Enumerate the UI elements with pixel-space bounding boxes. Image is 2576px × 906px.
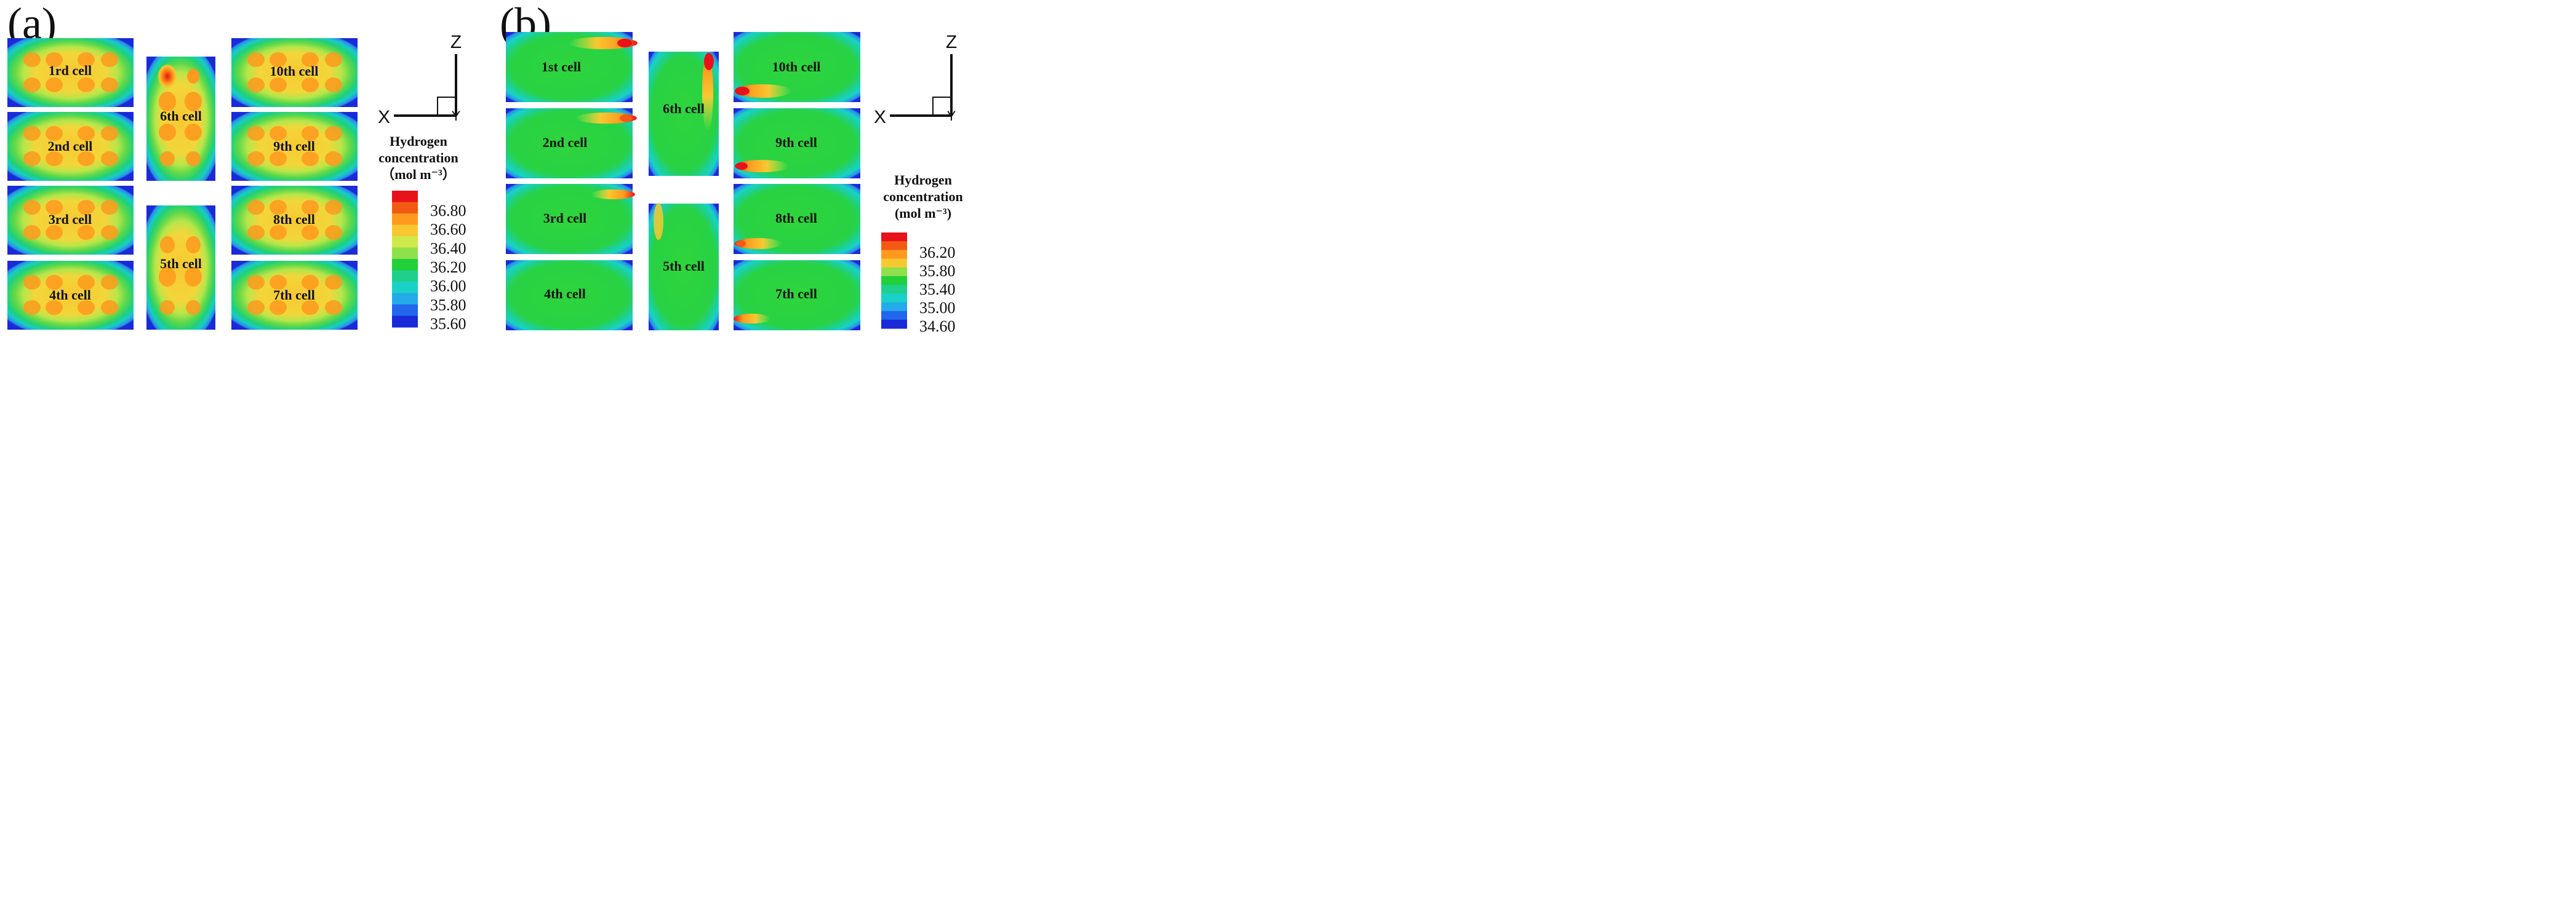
panel-b-colorbar-step-8 [881,293,907,303]
panel-a-cell-3: 3rd cell [7,186,134,255]
panel-b-colorbar-tick-label: 35.80 [919,262,956,280]
panel-a-axis-y: Y [452,108,461,124]
panel-b-colorbar-step-6 [881,276,907,285]
panel-a-cell-7: 7th cell [231,261,358,330]
panel-a-cell-10: 10th cell [231,38,358,107]
panel-b-cell-4-label: 4th cell [544,286,586,301]
panel-a-cell-4: 4th cell [7,261,134,330]
panel-b-cell-5-label: 5th cell [663,258,705,274]
panel-a: (a) 1rd cell 2nd cell 3rd cell [7,0,466,333]
panel-b-cell-1: 1st cell [506,32,638,102]
panel-b-colorbar-step-7 [881,285,907,294]
panel-b-legend: Hydrogen concentration (mol m⁻³) 36.2035… [881,172,963,335]
panel-b-cell-9: 9th cell [734,108,860,178]
panel-a-colorbar-tick-label: 36.00 [430,277,466,295]
panel-a-legend: Hydrogen concentration （mol m⁻³） 36.8036… [378,133,466,333]
panel-a-colorbar-step-10 [392,293,418,305]
panel-a-cell-6-label: 6th cell [160,108,202,124]
panel-a-cell-2-label: 2nd cell [48,138,93,154]
panel-b-colorbar-step-9 [881,302,907,312]
panel-b-cell-7: 7th cell [734,260,860,330]
panel-a-axis-z: Z [450,32,462,52]
panel-b-colorbar-tick-label: 35.40 [919,280,956,298]
panel-a-colorbar [392,191,418,328]
panel-b-colorbar-step-2 [881,241,907,250]
panel-b-colorbar-step-11 [881,319,907,329]
panel-a-axes-indicator [394,54,457,117]
panel-b-colorbar-step-10 [881,311,907,320]
panel-b-axis-x: X [874,107,886,127]
panel-a-cell-1: 1rd cell [7,38,134,107]
panel-b-cell-8: 8th cell [734,184,860,254]
panel-b-colorbar-step-4 [881,258,907,268]
panel-a-colorbar-tick-label: 35.80 [430,296,466,314]
panel-b-axis-z: Z [946,32,957,52]
panel-a-colorbar-tick-label: 35.60 [430,315,466,333]
panel-b-colorbar-tick-label: 34.60 [919,317,956,335]
panel-a-colorbar-tick-label: 36.20 [430,258,466,276]
panel-b-cell-6-label: 6th cell [663,101,705,116]
panel-b-axis-y: Y [947,108,956,124]
panel-a-cell-3-label: 3rd cell [49,212,92,227]
panel-a-cell-7-label: 7th cell [273,287,315,303]
panel-a-colorbar-step-9 [392,282,418,293]
panel-a-cell-8: 8th cell [231,186,358,255]
panel-a-legend-title-3: （mol m⁻³） [381,167,455,182]
panel-b-legend-title-1: Hydrogen [894,172,952,188]
panel-b-colorbar-step-3 [881,250,907,260]
panel-a-cell-2: 2nd cell [7,112,134,181]
panel-a-legend-title-2: concentration [378,150,458,165]
panel-b-cell-10-label: 10th cell [772,59,821,74]
panel-a-cell-8-label: 8th cell [273,212,315,227]
panel-a-colorbar-step-3 [392,213,418,225]
panel-a-colorbar-step-11 [392,304,418,316]
panel-a-colorbar-step-4 [392,225,418,237]
panel-a-cell-4-label: 4th cell [49,287,91,303]
panel-b-colorbar-tick-label: 36.20 [919,244,956,261]
panel-b-cell-9-label: 9th cell [775,135,817,150]
panel-a-cell-9-label: 9th cell [273,138,315,154]
panel-a-legend-title-1: Hydrogen [390,133,447,149]
panel-b-axes-indicator [890,54,953,117]
panel-a-colorbar-tick-label: 36.60 [430,221,466,239]
panel-b-cell-2: 2nd cell [506,108,637,178]
panel-b-cell-8-label: 8th cell [775,210,817,226]
panel-b-cell-1-label: 1st cell [542,59,581,74]
panel-b-cell-6: 6th cell [649,52,719,176]
panel-b: (b) 1st cell 2nd cell 3rd cell 4th cell [500,0,963,335]
panel-a-cell-1-label: 1rd cell [49,63,92,78]
panel-b-cell-3-label: 3rd cell [543,210,586,226]
panel-a-colorbar-step-7 [392,259,418,271]
panel-a-cell-9: 9th cell [231,112,358,181]
panel-b-cell-5: 5th cell [649,203,719,330]
panel-b-legend-title-2: concentration [883,189,963,204]
panel-b-colorbar-tick-label: 35.00 [919,299,956,317]
panel-a-colorbar-step-8 [392,270,418,282]
panel-a-cell-5: 5th cell [146,205,215,330]
panel-a-colorbar-step-2 [392,202,418,214]
panel-b-cell-7-label: 7th cell [775,286,817,301]
panel-a-colorbar-step-6 [392,247,418,260]
panel-a-axis-x: X [378,107,390,127]
panel-a-cell-5-label: 5th cell [160,256,202,271]
panel-b-colorbar-step-5 [881,267,907,277]
panel-a-colorbar-tick-label: 36.80 [430,202,466,220]
panel-b-colorbar [881,232,907,329]
panel-a-colorbar-step-5 [392,236,418,248]
panel-a-colorbar-step-1 [392,191,418,202]
panel-b-legend-title-3: (mol m⁻³) [895,205,951,221]
panel-b-cell-2-label: 2nd cell [543,135,588,150]
panel-b-cell-3: 3rd cell [506,184,635,254]
panel-b-cell-4: 4th cell [506,260,633,330]
panel-a-cell-6: 6th cell [146,57,215,181]
panel-a-colorbar-step-12 [392,316,418,328]
panel-a-colorbar-tick-label: 36.40 [430,239,466,257]
panel-b-colorbar-step-1 [881,232,907,242]
panel-a-cell-10-label: 10th cell [270,63,319,79]
panel-b-cell-10: 10th cell [734,32,860,102]
